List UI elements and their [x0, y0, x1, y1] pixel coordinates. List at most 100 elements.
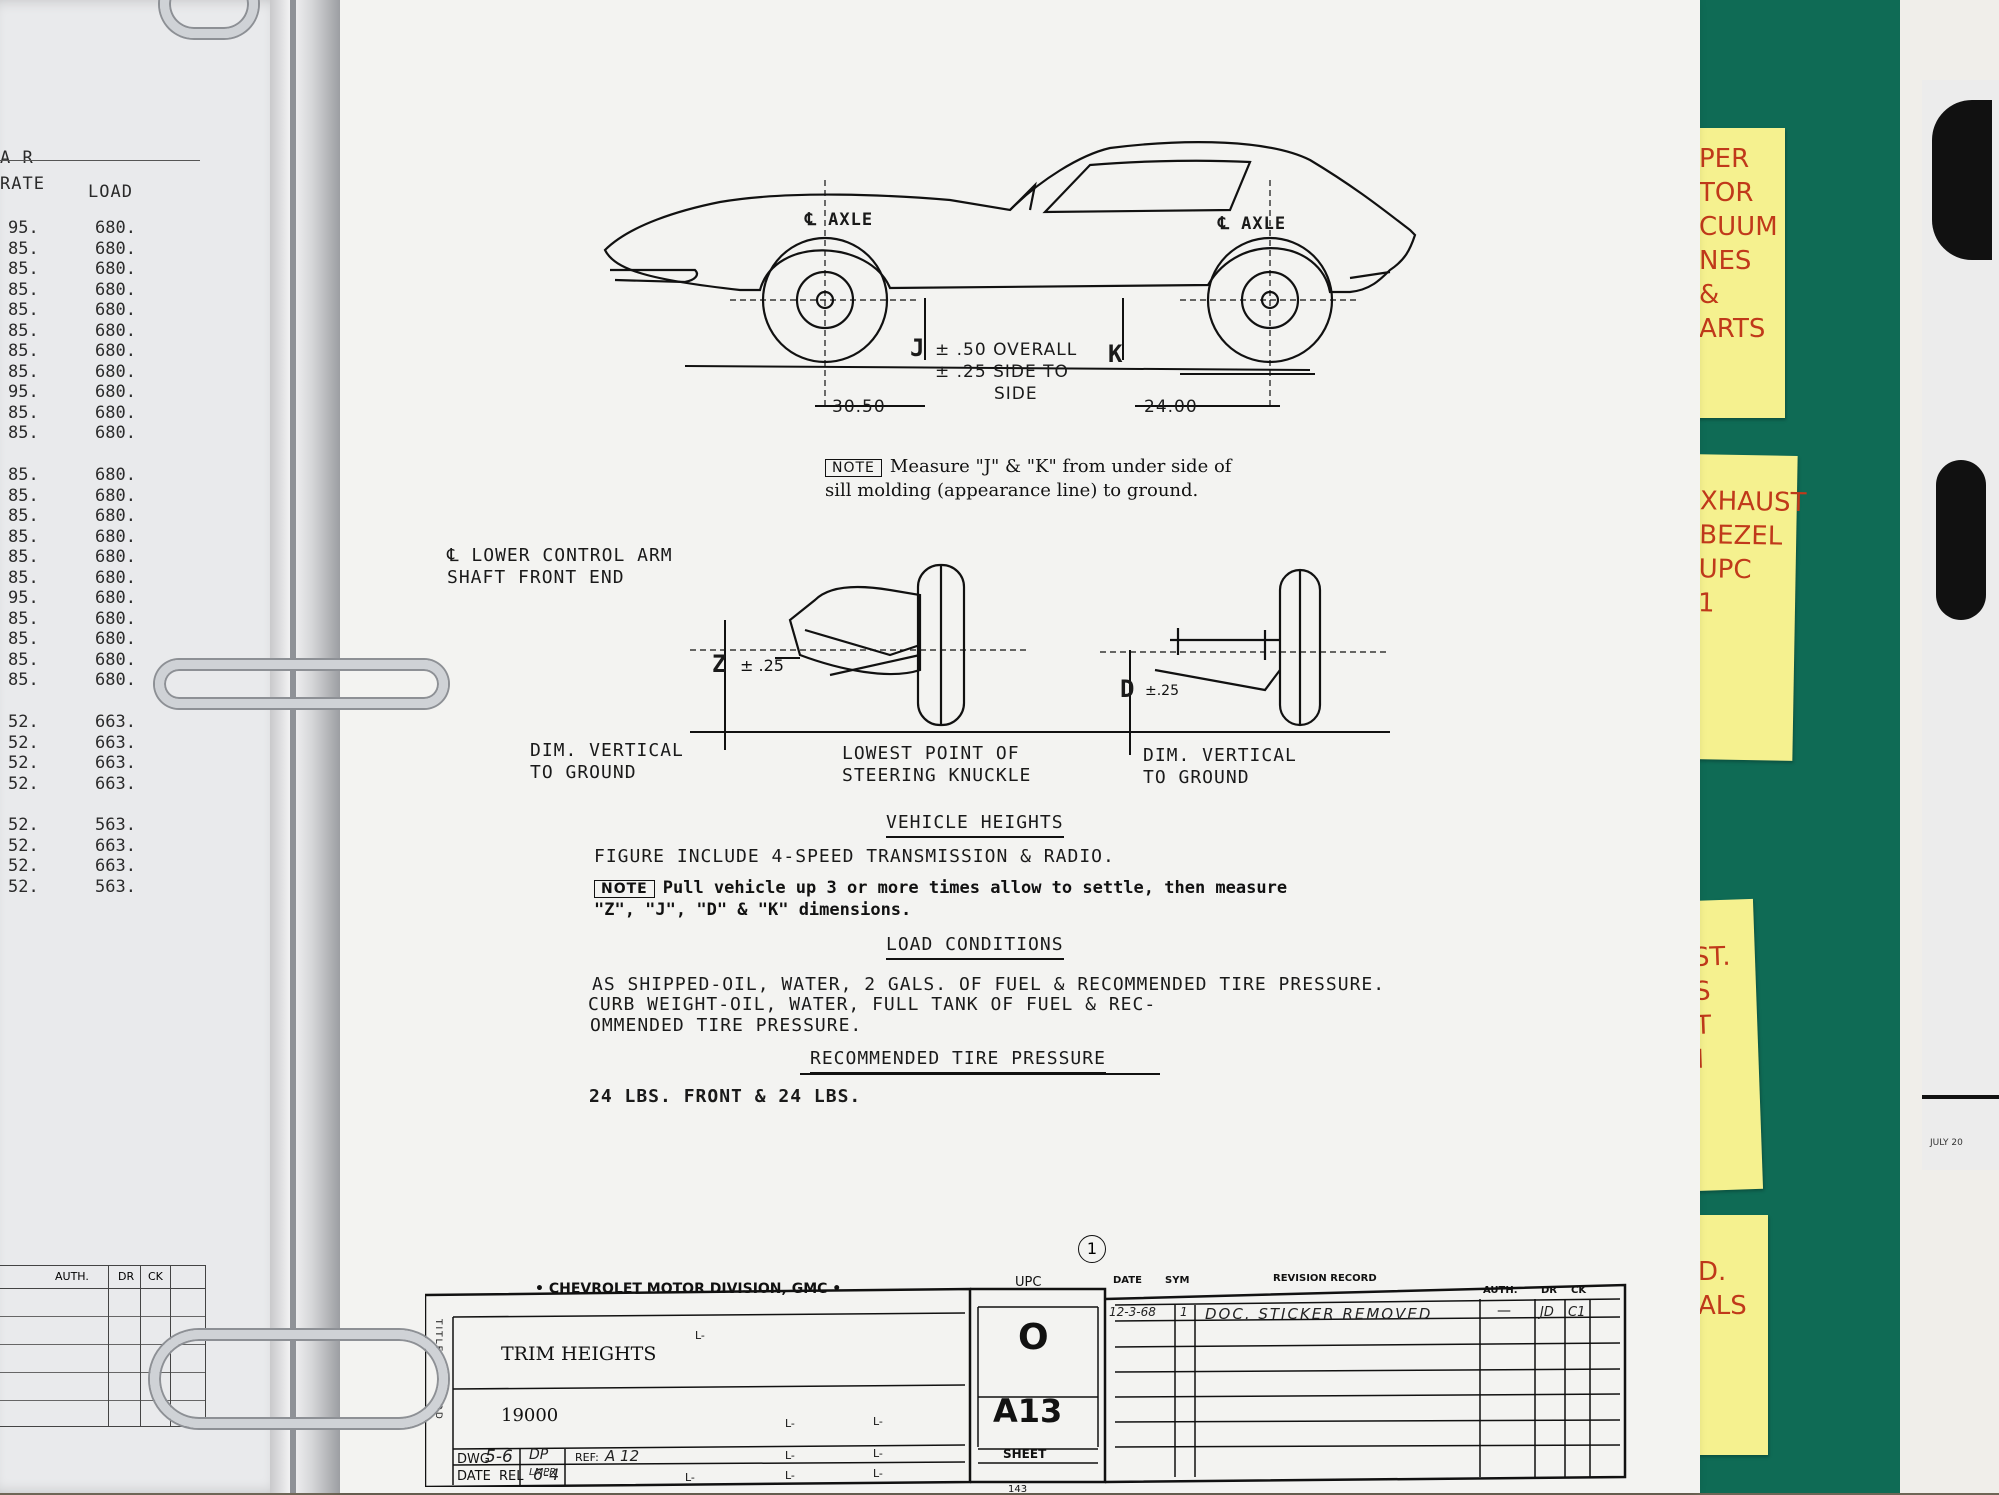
revision-auth: — — [1497, 1303, 1511, 1319]
rate-value: 85. — [8, 567, 39, 588]
date-column-header: DATE — [1113, 1275, 1142, 1286]
lowest-point-2: STEERING KNUCKLE — [842, 765, 1032, 786]
load-value: 663. — [95, 835, 136, 856]
sticky-note-line: UPC — [1698, 554, 1752, 586]
note-2-line-1: Pull vehicle up 3 or more times allow to… — [662, 878, 1288, 898]
rate-load-row: 95.680. — [0, 218, 170, 238]
rate-value: 85. — [8, 547, 39, 567]
load-value: 680. — [95, 320, 136, 341]
left-header-load: LOAD — [88, 182, 133, 202]
binder-ring-top — [160, 0, 258, 38]
rate-load-row: 52. 663. — [0, 753, 170, 773]
far-right-printed-page: JULY 20 — [1922, 80, 1999, 1170]
rel-value: 6-4 — [533, 1465, 560, 1484]
figure-include-text: FIGURE INCLUDE 4-SPEED TRANSMISSION & RA… — [594, 846, 1115, 867]
control-arm-label-1: ℄ LOWER CONTROL ARM — [447, 545, 673, 566]
dim-vertical-left-1: DIM. VERTICAL — [530, 740, 684, 761]
l-mark-3: L- — [695, 1329, 705, 1342]
sticky-note-line: I — [1695, 1044, 1705, 1075]
binder-ring-bottom — [150, 1330, 448, 1428]
dwg-label: DWG — [457, 1452, 490, 1467]
control-arm-label-2: SHAFT FRONT END — [447, 567, 625, 588]
sticky-note-line: & — [1699, 280, 1720, 310]
sticky-note-line: 1 — [1697, 588, 1715, 619]
rate-load-row: 85.680. — [0, 280, 170, 300]
rate-load-row: 85.680. — [0, 259, 170, 279]
load-value: 680. — [95, 649, 136, 670]
load-value: 563. — [95, 876, 136, 897]
l-mark-8: L- — [873, 1467, 883, 1480]
rate-value: 85. — [8, 238, 39, 259]
rate-value: 85. — [8, 279, 39, 300]
rate-load-row: 52.663. — [0, 733, 170, 753]
load-value: 663. — [95, 712, 136, 732]
load-value: 663. — [95, 753, 136, 773]
note-2-line-2: "Z", "J", "D" & "K" dimensions. — [594, 900, 912, 920]
title-block: • CHEVROLET MOTOR DIVISION, GMC • UPC O … — [425, 1273, 1630, 1487]
upc-label: UPC — [1015, 1275, 1042, 1290]
d-tolerance: ±.25 — [1145, 683, 1179, 699]
rate-load-row: 52.563. — [0, 877, 170, 897]
tolerance-line-2: ± .25 SIDE TO — [935, 362, 1069, 382]
rate-value: 85. — [8, 259, 39, 279]
left-auth-header: AUTH. — [55, 1270, 89, 1283]
ref-label: REF: — [575, 1451, 599, 1464]
car-side-diagram — [603, 141, 1417, 410]
rate-value: 85. — [8, 320, 39, 341]
lmpr-label: LMPR — [529, 1467, 557, 1478]
sticky-note-line: CUUM — [1699, 212, 1778, 242]
load-value: 680. — [95, 382, 136, 402]
vehicle-heights-heading: VEHICLE HEIGHTS — [886, 812, 1064, 838]
load-value: 680. — [95, 361, 136, 382]
rate-load-row: 85.680. — [0, 239, 170, 259]
dim-vertical-right-1: DIM. VERTICAL — [1143, 745, 1297, 766]
rate-value: 52. — [8, 753, 39, 773]
sticky-note-4: D.ALS — [1688, 1215, 1768, 1455]
rate-value: 52. — [8, 773, 39, 794]
dim-vertical-right-2: TO GROUND — [1143, 767, 1250, 788]
rate-load-row: 85.680. — [0, 506, 170, 526]
binder-spine — [270, 0, 340, 1493]
tire-pressure-rule — [800, 1073, 1160, 1075]
rear-dimension-value: 24.00 — [1144, 397, 1198, 417]
rate-value: 85. — [8, 423, 39, 443]
left-binder-page: A R RATE LOAD 95.680.85.680.85.680.85.68… — [0, 0, 285, 1493]
load-value: 680. — [95, 485, 136, 506]
rate-load-row: 52.663. — [0, 774, 170, 794]
tolerance-line-3: SIDE — [994, 384, 1038, 404]
rate-load-row: 52.663. — [0, 836, 170, 856]
rate-value: 95. — [8, 218, 39, 238]
left-header-rate: RATE — [0, 174, 45, 194]
ref-value: A 12 — [605, 1447, 640, 1465]
load-value: 680. — [95, 547, 136, 567]
rate-load-row: 52.663. — [0, 856, 170, 876]
rate-load-row: 85.680. — [0, 341, 170, 361]
sheet-label: SHEET — [1003, 1447, 1047, 1461]
rate-value: 95. — [8, 382, 39, 402]
rate-value: 85. — [8, 649, 39, 670]
load-value: 680. — [95, 608, 136, 629]
load-conditions-heading: LOAD CONDITIONS — [886, 934, 1064, 960]
note-2-tag: NOTE — [594, 880, 655, 898]
load-value: 680. — [95, 588, 136, 608]
d-dimension-label: D — [1120, 675, 1136, 703]
left-ck-header: CK — [148, 1270, 163, 1283]
page-footer-number: 143 — [1008, 1484, 1028, 1495]
rate-value: 85. — [8, 629, 39, 649]
dp-label: DP — [529, 1447, 549, 1463]
front-dimension-value: 30.50 — [832, 397, 886, 417]
load-value: 663. — [95, 732, 136, 753]
rate-value: 85. — [8, 300, 39, 320]
rate-load-row: 85. 680. — [0, 650, 170, 670]
rate-value: 85. — [8, 485, 39, 506]
z-tolerance: ± .25 — [740, 656, 784, 675]
division-header: • CHEVROLET MOTOR DIVISION, GMC • — [535, 1281, 842, 1297]
rate-load-row: 85. 680. — [0, 547, 170, 567]
note-2: NOTE Pull vehicle up 3 or more times allo… — [594, 878, 1287, 898]
load-line-2: CURB WEIGHT-OIL, WATER, FULL TANK OF FUE… — [588, 994, 1157, 1015]
l-mark-6: L- — [685, 1471, 695, 1484]
rate-load-row: 85.680. — [0, 670, 170, 690]
rate-value: 85. — [8, 402, 39, 423]
mod-value: 19000 — [501, 1405, 559, 1426]
